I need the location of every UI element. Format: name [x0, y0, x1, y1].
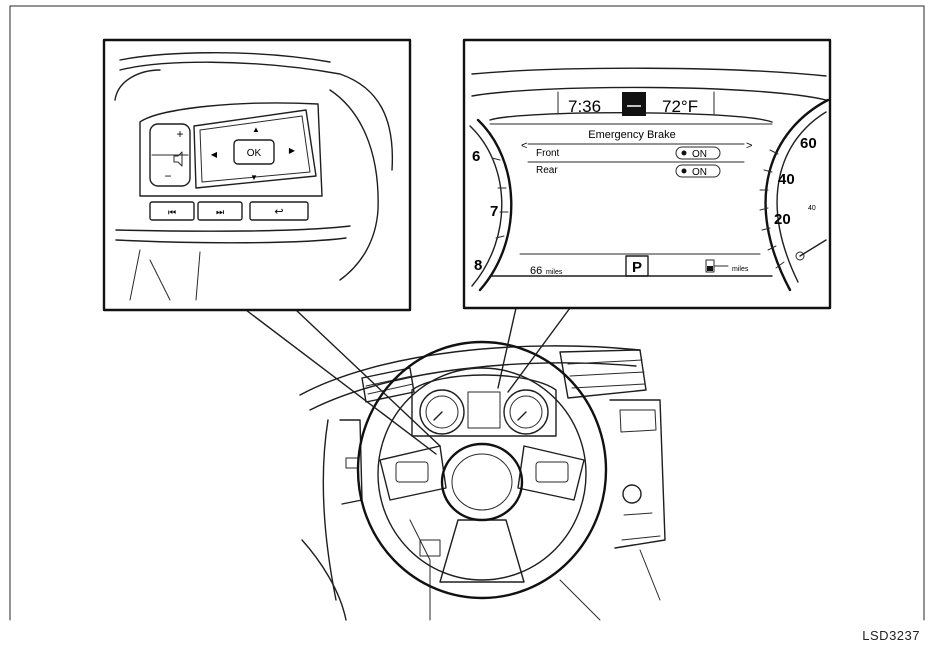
tach-tick-label: 7: [490, 203, 498, 220]
back-button[interactable]: ↩: [249, 201, 309, 221]
menu-nav-right[interactable]: >: [746, 140, 752, 152]
trip-unit: miles: [546, 269, 563, 276]
menu-row-state: ON: [692, 149, 707, 160]
menu-title: Emergency Brake: [588, 129, 675, 141]
switch-inset: + − ▲ ▼ ◀ ▶ OK ⏮ ⏭ ↩: [102, 38, 412, 312]
menu-row-front[interactable]: Front ON: [536, 146, 721, 160]
clock: 7:36: [568, 97, 601, 116]
bottom-info-bar: 66 miles P miles: [519, 253, 761, 277]
speed-minor-label: 40: [808, 205, 816, 212]
figure-id: LSD3237: [862, 628, 920, 643]
speedometer: 60 40 20 40: [759, 98, 830, 292]
menu-row-label: Rear: [536, 165, 558, 176]
volume-switch[interactable]: + −: [149, 123, 191, 187]
volume-down-label: −: [164, 169, 171, 183]
back-icon: ↩: [274, 206, 283, 218]
directional-pad[interactable]: ▲ ▼ ◀ ▶ OK: [193, 109, 317, 189]
speed-tick-label: 60: [800, 135, 817, 152]
left-arrow-icon[interactable]: ◀: [211, 150, 218, 159]
range-unit: miles: [732, 266, 749, 273]
previous-track-button[interactable]: ⏮: [149, 201, 195, 221]
menu-row-state: ON: [692, 167, 707, 178]
tach-tick-label: 8: [474, 257, 482, 274]
speaker-icon: [173, 151, 183, 167]
next-track-button[interactable]: ⏭: [197, 201, 243, 221]
gear-label: P: [632, 259, 642, 276]
status-icon: [622, 92, 646, 116]
menu-row-label: Front: [536, 148, 560, 159]
speed-tick-label: 20: [774, 211, 791, 228]
menu-row-rear[interactable]: Rear ON: [536, 164, 721, 178]
status-bar: 7:36 72°F: [557, 91, 715, 116]
ok-label: OK: [247, 148, 262, 159]
volume-up-label: +: [176, 127, 183, 141]
right-arrow-icon[interactable]: ▶: [289, 146, 296, 155]
down-arrow-icon[interactable]: ▼: [250, 173, 258, 182]
ok-button[interactable]: [233, 139, 275, 165]
emergency-brake-menu: Emergency Brake < > Front ON Rear ON: [489, 123, 773, 178]
menu-nav-left[interactable]: <: [521, 140, 527, 152]
gear-indicator: [625, 255, 649, 277]
figure-frame: [9, 5, 925, 621]
next-track-icon: ⏭: [216, 207, 224, 217]
fuel-pump-icon: [705, 259, 729, 273]
trip-distance: 66: [530, 265, 542, 277]
display-inset: 7:36 72°F Emergency Brake < > Front ON R…: [462, 38, 832, 310]
tachometer: 6 7 8: [469, 118, 513, 292]
outside-temperature: 72°F: [662, 97, 698, 116]
previous-track-icon: ⏮: [168, 207, 176, 217]
up-arrow-icon[interactable]: ▲: [252, 125, 260, 134]
speed-tick-label: 40: [778, 171, 795, 188]
car-interior-drawing: [245, 307, 666, 621]
tach-tick-label: 6: [472, 148, 480, 165]
